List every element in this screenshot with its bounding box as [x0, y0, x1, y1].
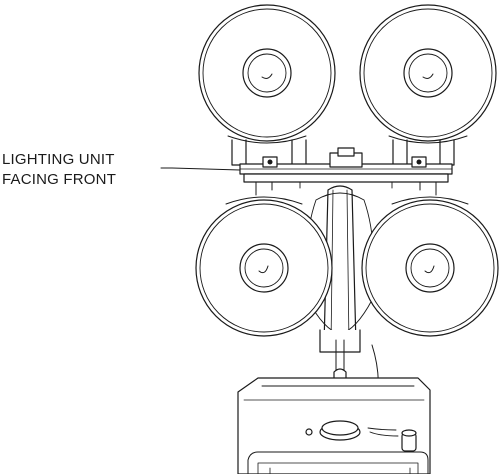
callout-line-2: FACING FRONT	[2, 171, 117, 188]
lamp-lower-left	[195, 196, 333, 337]
lamp-lower-right	[361, 196, 499, 337]
crossbar-bracket	[239, 147, 453, 196]
callout-leader-line	[160, 167, 241, 171]
callout-line-1: LIGHTING UNIT	[2, 151, 115, 168]
base-housing	[237, 377, 431, 474]
lamp-upper-left	[198, 4, 336, 166]
lamp-upper-right	[359, 4, 497, 166]
callout-label: LIGHTING UNIT FACING FRONT	[2, 150, 172, 190]
